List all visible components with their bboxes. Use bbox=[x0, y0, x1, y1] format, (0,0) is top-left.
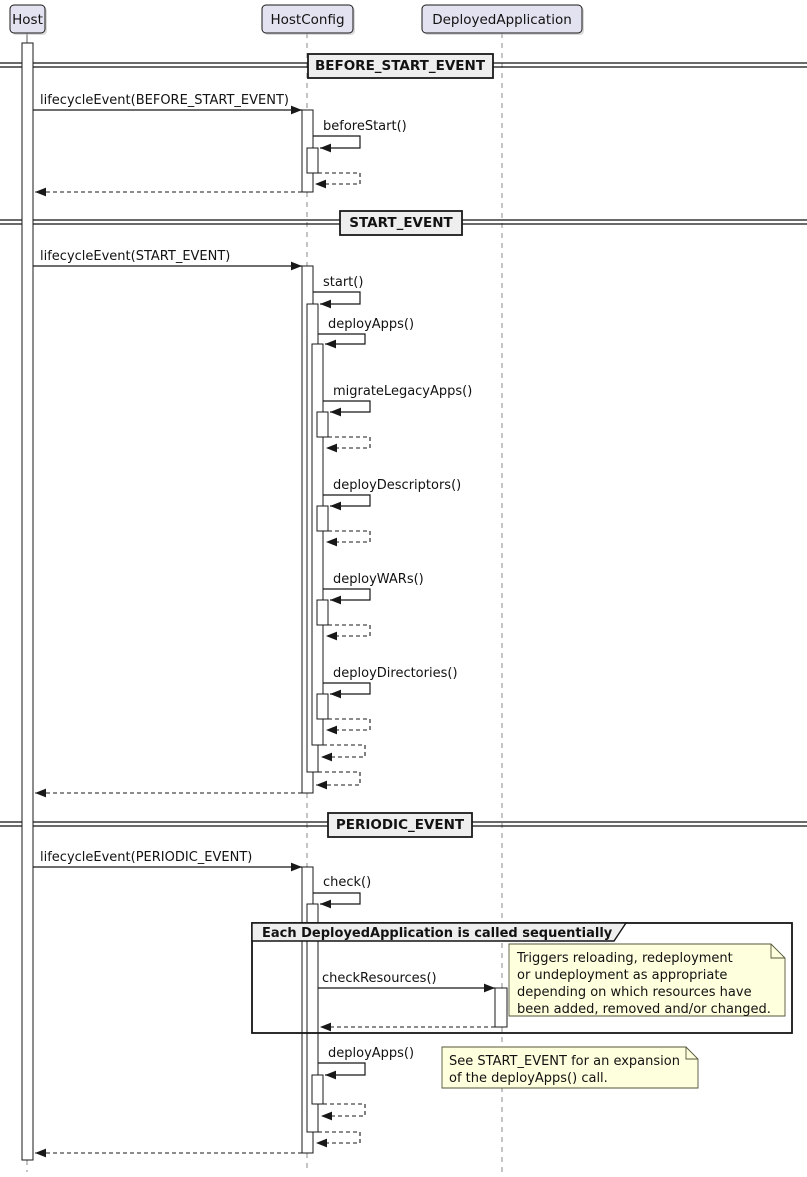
note-line: depending on which resources have bbox=[517, 985, 752, 1000]
hostconfig-activation bbox=[316, 411, 329, 438]
participant-hostconfig: HostConfig bbox=[261, 4, 355, 35]
message-label: migrateLegacyApps() bbox=[333, 384, 472, 399]
hostconfig-activation bbox=[306, 147, 319, 174]
divider-start-event: START_EVENT bbox=[339, 210, 463, 236]
hostconfig-activation bbox=[316, 505, 329, 532]
group-header bbox=[251, 922, 628, 942]
lifelines bbox=[26, 33, 503, 1172]
participant-deployedapplication: DeployedApplication bbox=[421, 4, 584, 35]
section-before-start-event: lifecycleEvent(BEFORE_START_EVENT) befor… bbox=[33, 93, 407, 197]
self-return-arrow bbox=[321, 744, 366, 762]
activation-bars bbox=[21, 42, 508, 1161]
message-label: check() bbox=[323, 875, 371, 890]
participant-label: DeployedApplication bbox=[432, 12, 572, 28]
self-return-arrow bbox=[315, 172, 361, 189]
message-label: lifecycleEvent(START_EVENT) bbox=[40, 249, 230, 264]
message-label: deployApps() bbox=[328, 1046, 414, 1061]
divider-label: PERIODIC_EVENT bbox=[336, 817, 465, 833]
message-label: lifecycleEvent(PERIODIC_EVENT) bbox=[40, 850, 252, 865]
divider-label: BEFORE_START_EVENT bbox=[315, 58, 486, 74]
deployedapplication-activation bbox=[494, 987, 508, 1028]
divider-box bbox=[339, 210, 463, 236]
self-return-arrow bbox=[326, 624, 371, 641]
self-return-arrow bbox=[316, 771, 361, 790]
divider-box bbox=[327, 812, 473, 838]
self-call-arrow bbox=[323, 400, 371, 417]
section-start-event: lifecycleEvent(START_EVENT) start() depl… bbox=[33, 249, 472, 798]
note-body bbox=[508, 943, 786, 1017]
participant-label: Host bbox=[12, 12, 43, 28]
divider-periodic-event: PERIODIC_EVENT bbox=[327, 812, 473, 838]
self-call-arrow bbox=[313, 135, 361, 153]
note-line: of the deployApps() call. bbox=[449, 1071, 608, 1086]
message-label: deployDescriptors() bbox=[333, 478, 461, 493]
participant-box bbox=[421, 4, 583, 34]
section-periodic-event: lifecycleEvent(PERIODIC_EVENT) check() E… bbox=[33, 850, 793, 1158]
self-call-arrow bbox=[318, 333, 366, 349]
participant-host: Host bbox=[9, 4, 47, 35]
message-label: lifecycleEvent(BEFORE_START_EVENT) bbox=[40, 93, 289, 108]
note-line: Triggers reloading, redeployment bbox=[516, 951, 733, 966]
note-line: See START_EVENT for an expansion bbox=[449, 1054, 680, 1069]
message-label: beforeStart() bbox=[323, 119, 407, 134]
divider-label: START_EVENT bbox=[349, 215, 453, 231]
self-call-arrow bbox=[313, 892, 361, 909]
self-return-arrow bbox=[316, 1131, 361, 1148]
self-call-arrow bbox=[323, 494, 371, 511]
message-label: deployWARs() bbox=[333, 572, 424, 587]
participant-box bbox=[9, 4, 46, 34]
group-sequential: Each DeployedApplication is called seque… bbox=[251, 922, 793, 1034]
note-fold bbox=[770, 944, 785, 959]
self-return-arrow bbox=[326, 718, 371, 735]
self-call-arrow bbox=[323, 682, 371, 699]
self-return-arrow bbox=[326, 530, 371, 547]
note-line: been added, removed and/or changed. bbox=[517, 1002, 771, 1017]
group-label: Each DeployedApplication is called seque… bbox=[262, 926, 613, 941]
self-return-arrow bbox=[321, 1103, 366, 1121]
self-call-arrow bbox=[313, 291, 361, 309]
message-label: checkResources() bbox=[322, 971, 437, 986]
message-label: deployDirectories() bbox=[333, 666, 458, 681]
self-call-arrow bbox=[318, 1062, 366, 1080]
message-label: start() bbox=[323, 275, 363, 290]
participant-label: HostConfig bbox=[270, 12, 344, 28]
divider-box bbox=[307, 53, 494, 79]
note-line: or undeployment as appropriate bbox=[517, 968, 727, 983]
participant-box bbox=[261, 4, 354, 34]
hostconfig-activation bbox=[316, 599, 329, 626]
divider-lines bbox=[0, 62, 807, 827]
self-return-arrow bbox=[326, 436, 371, 453]
message-label: deployApps() bbox=[328, 317, 414, 332]
hostconfig-activation bbox=[316, 693, 329, 720]
note-fold bbox=[685, 1047, 698, 1060]
note-check-resources: Triggers reloading, redeployment or unde… bbox=[508, 943, 786, 1017]
hostconfig-activation bbox=[311, 1074, 324, 1105]
note-body bbox=[441, 1046, 699, 1089]
self-call-arrow bbox=[323, 588, 371, 605]
hostconfig-activation bbox=[311, 343, 324, 746]
host-activation bbox=[21, 42, 34, 1161]
divider-before-start-event: BEFORE_START_EVENT bbox=[307, 53, 494, 79]
hostconfig-activation bbox=[306, 903, 319, 1133]
note-deploy-apps: See START_EVENT for an expansion of the … bbox=[441, 1046, 699, 1089]
